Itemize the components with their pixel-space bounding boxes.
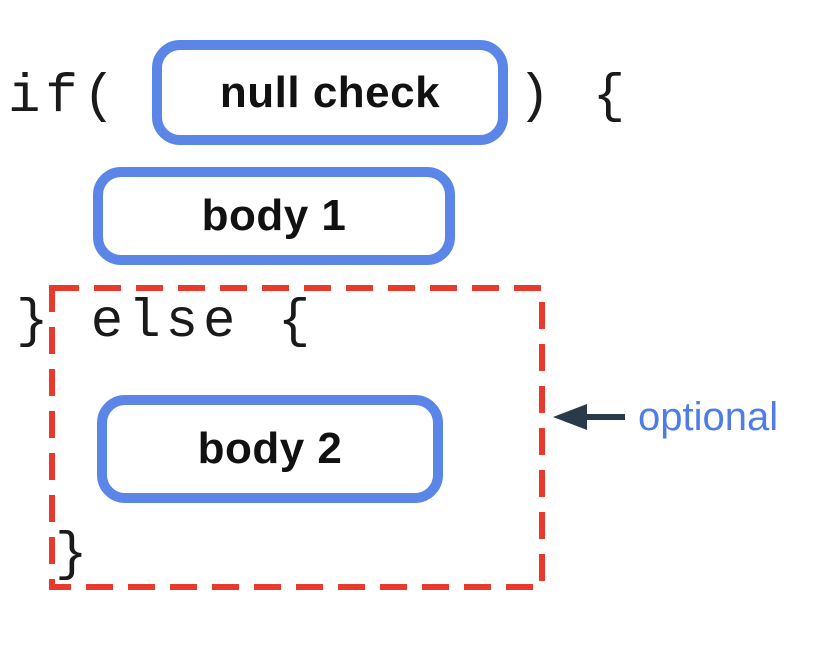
code-if-close: ) {	[518, 67, 631, 128]
left-arrow-icon	[553, 404, 625, 430]
body1-box: body 1	[93, 167, 455, 265]
optional-label: optional	[638, 395, 779, 439]
body1-label: body 1	[201, 191, 347, 240]
code-else-line: } else {	[16, 292, 316, 353]
condition-label: null check	[219, 67, 441, 117]
body2-box: body 2	[97, 395, 443, 503]
body2-label: body 2	[197, 424, 343, 473]
condition-box: null check	[152, 40, 508, 145]
code-if-open: if(	[8, 67, 121, 128]
code-closing-brace: }	[55, 525, 93, 586]
